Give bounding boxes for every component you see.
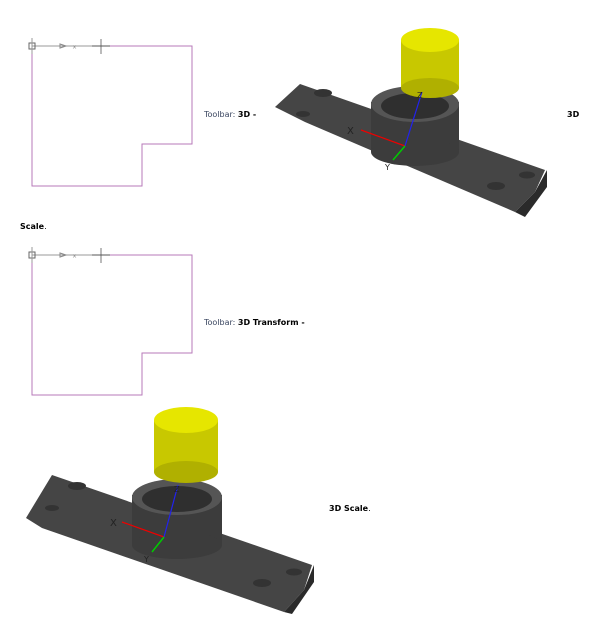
toolbar-label: Toolbar: <box>204 110 236 119</box>
axis-label-y: Y <box>384 163 390 172</box>
scale-text: 3D Scale <box>329 504 369 513</box>
toolbar-value: 3D - <box>237 110 257 119</box>
sketch-outline-1: × <box>28 38 193 187</box>
axis-label-x: X <box>110 518 117 529</box>
punctuation: . <box>368 504 371 513</box>
3d-part-image-2: X Y Z <box>26 407 314 614</box>
toolbar-label: Toolbar: <box>204 318 236 327</box>
right-text: 3D <box>567 110 580 119</box>
scale-caption: 3D Scale. <box>329 504 371 513</box>
axis-label-z: Z <box>174 485 180 494</box>
axis-label-x: X <box>347 126 354 137</box>
svg-text:×: × <box>72 44 77 51</box>
scale-heading: Scale. <box>20 222 47 231</box>
punctuation: . <box>44 222 47 231</box>
toolbar-hint-2: Toolbar: 3D Transform - <box>204 318 305 327</box>
toolbar-hint-1: Toolbar: 3D - <box>204 110 256 119</box>
axis-label-y: Y <box>143 555 149 564</box>
3d-part-image-1: X Y Z <box>275 28 547 217</box>
sketch-outline-2: × <box>28 247 193 396</box>
svg-text:×: × <box>72 253 77 260</box>
axis-label-z: Z <box>417 91 423 100</box>
toolbar-value: 3D Transform - <box>237 318 305 327</box>
scale-text: Scale <box>20 222 45 231</box>
